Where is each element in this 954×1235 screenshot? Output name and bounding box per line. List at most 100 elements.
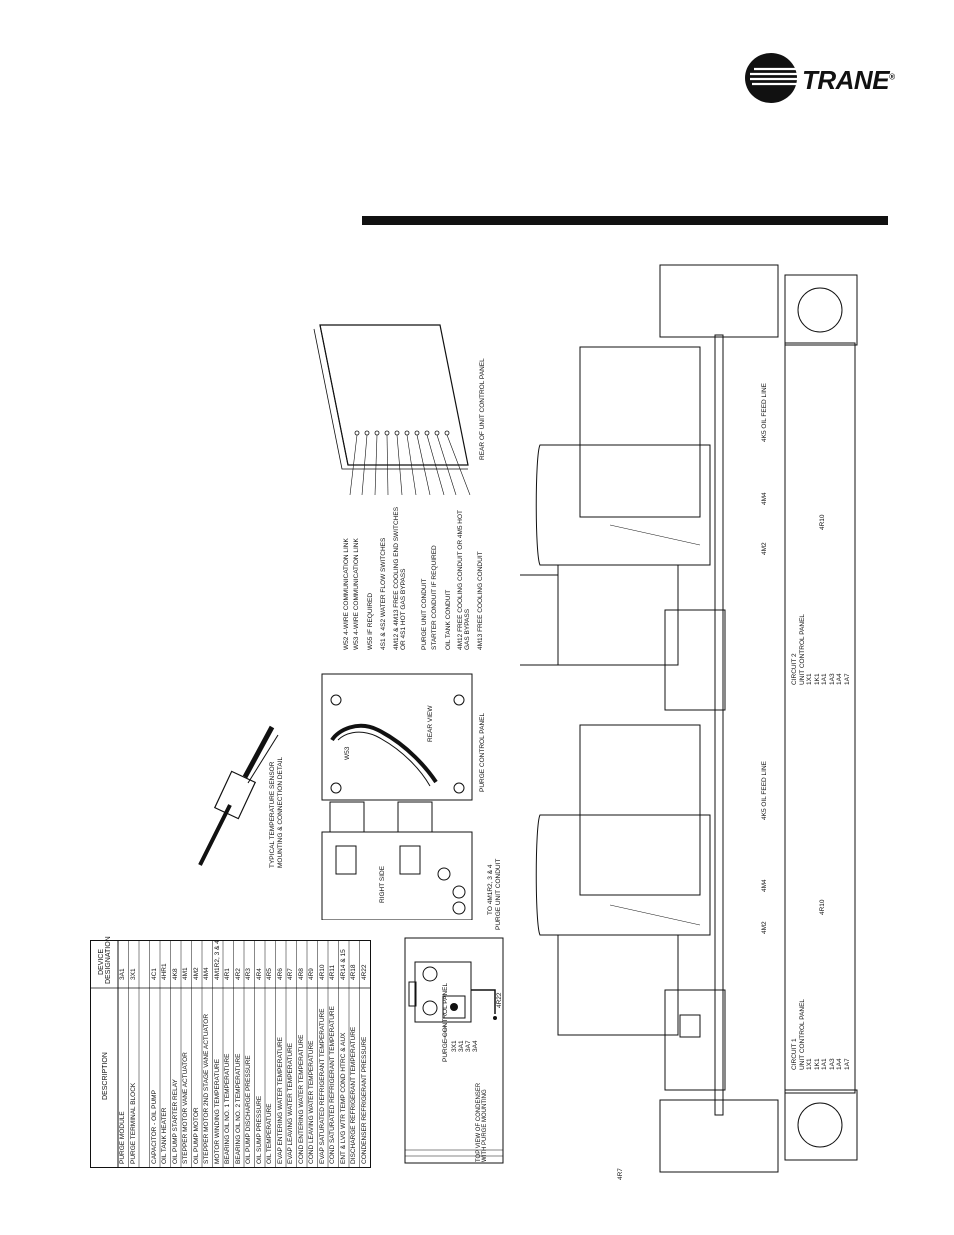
chiller-4r7-label: 4R7 bbox=[617, 1168, 624, 1180]
table-cell-description: STEPPER MOTOR VANE ACTUATOR bbox=[182, 1052, 189, 1164]
chiller-4m4-label-2: 4M4 bbox=[761, 492, 768, 505]
purge-top-view-caption: TOP VIEW OF CONDENSER WITH PURGE MOUNTIN… bbox=[476, 1082, 488, 1162]
table-cell-description: EVAP LEAVING WATER TEMPERATURE bbox=[287, 1042, 294, 1164]
table-cell-designation: 4R1 bbox=[224, 968, 231, 980]
rear-panel-callout: STARTER CONDUIT IF REQUIRED bbox=[431, 545, 438, 650]
chiller-4m4-label-1: 4M4 bbox=[761, 879, 768, 892]
table-header-designation: DEVICE DESIGNATION bbox=[98, 936, 112, 984]
circuit-callout-line: 1A7 bbox=[843, 673, 851, 685]
circuit-callout-line: CIRCUIT 2 bbox=[791, 653, 798, 685]
table-cell-description: COND SATURATED REFRIGERANT TEMPERATURE bbox=[329, 1006, 336, 1164]
chiller-4m2-label-2: 4M2 bbox=[761, 542, 768, 555]
header-rule bbox=[362, 216, 888, 225]
sensor-detail-caption-1: TYPICAL TEMPERATURE SENSOR bbox=[269, 761, 276, 868]
rear-panel-callout: 4M12 FREE COOLING CONDUIT OR 4M5 HOT GAS… bbox=[457, 510, 471, 650]
rear-panel-callout: W55 IF REQUIRED bbox=[367, 592, 374, 650]
table-cell-description: MOTOR WINDING TEMPERATURE bbox=[213, 1058, 221, 1164]
chiller-side-view-drawing bbox=[520, 264, 858, 1173]
table-cell-designation: 3X1 bbox=[129, 968, 137, 980]
chiller-4r10-label-2: 4R10 bbox=[819, 514, 826, 530]
rear-panel-callout: W52 4-WIRE COMMUNICATION LINK bbox=[343, 538, 350, 650]
table-cell-description: OIL PUMP STARTER RELAY bbox=[171, 1079, 179, 1164]
table-cell-designation: 4R18 bbox=[350, 964, 357, 980]
purge-right-side-label: RIGHT SIDE bbox=[379, 865, 386, 903]
table-cell-designation: 4R2 bbox=[234, 968, 242, 980]
rear-panel-callout: 4M12 & 4M13 FREE COOLING END SWITCHES OR… bbox=[393, 506, 407, 650]
purge-panel-views-drawing bbox=[321, 673, 473, 920]
table-cell-description: COND LEAVING WATER TEMPERATURE bbox=[308, 1040, 315, 1164]
table-cell-designation: 4M1R2, 3 & 4 bbox=[213, 940, 221, 980]
table-cell-description: BEARING OIL NO. 1 TEMPERATURE bbox=[224, 1053, 231, 1164]
table-cell-designation: 4R6 bbox=[276, 968, 284, 980]
purge-rear-panel-label: PURGE CONTROL PANEL bbox=[479, 712, 486, 792]
table-cell-designation: 4R8 bbox=[297, 968, 305, 980]
table-cell-designation: 3A1 bbox=[119, 968, 126, 980]
table-cell-designation: 4M4 bbox=[203, 967, 210, 980]
table-cell-designation: 4R22 bbox=[360, 964, 368, 980]
device-table-frame bbox=[90, 940, 371, 1168]
table-cell-designation: 4R7 bbox=[287, 968, 294, 980]
rear-panel-callout: PURGE UNIT CONDUIT bbox=[421, 578, 428, 650]
table-cell-description: CAPACITOR - OIL PUMP bbox=[150, 1090, 158, 1164]
table-cell-description: OIL PUMP DISCHARGE PRESSURE bbox=[245, 1055, 252, 1164]
oil-feed-line-label-2: 4K5 OIL FEED LINE bbox=[761, 382, 768, 442]
circuit-callout-line: 1A1 bbox=[821, 673, 828, 685]
table-cell-description: PURGE TERMINAL BLOCK bbox=[129, 1082, 137, 1164]
sensor-detail-caption-2: MOUNTING & CONNECTION DETAIL bbox=[277, 756, 284, 868]
purge-top-view-drawing bbox=[404, 937, 504, 1164]
table-cell-description: CONDENSER REFRIGERANT PRESSURE bbox=[360, 1036, 368, 1164]
table-cell-designation: 4HR1 bbox=[161, 963, 168, 980]
rear-panel-title: REAR OF UNIT CONTROL PANEL bbox=[479, 358, 486, 460]
table-cell-description: DISCHARGE REFRIGERANT TEMPERATURE bbox=[350, 1026, 357, 1164]
purge-sensor-4r22: 4R22 bbox=[496, 992, 503, 1008]
table-header-description: DESCRIPTION bbox=[102, 1052, 109, 1100]
purge-conduit-to: TO 4M1R2, 3 & 4 bbox=[487, 864, 494, 915]
sensor-detail-drawing bbox=[198, 725, 279, 866]
oil-feed-line-label-1: 4K5 OIL FEED LINE bbox=[761, 760, 768, 820]
table-cell-description: OIL TANK HEATER bbox=[161, 1107, 168, 1164]
table-cell-designation: 4R10 bbox=[318, 964, 326, 980]
circuit-callout-line: 1A1 bbox=[821, 1058, 828, 1070]
purge-wire-w53: W53 bbox=[344, 746, 351, 760]
table-cell-description: STEPPER MOTOR 2ND STAGE VANE ACTUATOR bbox=[203, 1013, 210, 1164]
rear-panel-callout: OIL TANK CONDUIT bbox=[445, 589, 452, 650]
circuit-callout-line: 1A7 bbox=[843, 1058, 851, 1070]
purge-panel-item-4: 3A4 bbox=[472, 1040, 479, 1052]
circuit-callout-line: 1A4 bbox=[836, 1058, 843, 1070]
trane-logo: TRANE® bbox=[744, 52, 895, 104]
purge-unit-conduit: PURGE UNIT CONDUIT bbox=[495, 858, 502, 930]
table-cell-designation: 4M2 bbox=[192, 967, 200, 980]
table-cell-description: EVAP ENTERING WATER TEMPERATURE bbox=[276, 1036, 284, 1164]
rear-panel-callout: W53 4-WIRE COMMUNICATION LINK bbox=[353, 538, 360, 650]
table-cell-description: EVAP SATURATED REFRIGERANT TEMPERATURE bbox=[318, 1008, 326, 1164]
table-cell-description: OIL PUMP MOTOR bbox=[192, 1107, 200, 1164]
table-cell-description: OIL SUMP PRESSURE bbox=[255, 1095, 263, 1164]
table-cell-description: OIL TEMPERATURE bbox=[266, 1103, 273, 1164]
chiller-4r10-label-1: 4R10 bbox=[819, 899, 826, 915]
trane-wordmark: TRANE® bbox=[802, 65, 895, 95]
table-cell-designation: 4M1 bbox=[182, 967, 189, 980]
circuit-callout-line: 1A4 bbox=[836, 673, 843, 685]
circuit-callout-line: CIRCUIT 1 bbox=[791, 1038, 798, 1070]
circuit-callout-line: 1X1 bbox=[806, 1058, 813, 1070]
table-cell-description: COND ENTERING WATER TEMPERATURE bbox=[297, 1034, 305, 1164]
table-cell-designation: 4R9 bbox=[308, 968, 315, 980]
circuit-callout-line: 1X1 bbox=[806, 673, 813, 685]
table-cell-designation: 4K8 bbox=[171, 968, 179, 980]
rear-panel-callout: 4S1 & 4S2 WATER FLOW SWITCHES bbox=[380, 537, 387, 650]
purge-rear-view-label: REAR VIEW bbox=[427, 705, 434, 742]
trane-logo-mark bbox=[745, 53, 802, 103]
chiller-4m2-label-1: 4M2 bbox=[761, 921, 768, 934]
table-cell-designation: 4R3 bbox=[245, 968, 252, 980]
table-cell-description: BEARING OIL NO. 2 TEMPERATURE bbox=[234, 1053, 242, 1164]
table-cell-description: PURGE MODULE bbox=[119, 1111, 126, 1164]
rear-panel-callout: 4M13 FREE COOLING CONDUIT bbox=[477, 551, 484, 650]
table-cell-designation: 4R11 bbox=[329, 964, 336, 980]
table-cell-designation: 4R14 & 15 bbox=[339, 949, 347, 980]
table-cell-designation: 4R5 bbox=[266, 968, 273, 980]
table-cell-designation: 4C1 bbox=[150, 968, 158, 980]
table-cell-description: ENT & LVG WTR TEMP COND HTRC & AUX bbox=[339, 1032, 347, 1164]
table-cell-designation: 4R4 bbox=[255, 968, 263, 980]
rear-control-panel-drawing bbox=[313, 324, 471, 495]
purge-panel-label: PURGE CONTROL PANEL bbox=[442, 982, 449, 1062]
